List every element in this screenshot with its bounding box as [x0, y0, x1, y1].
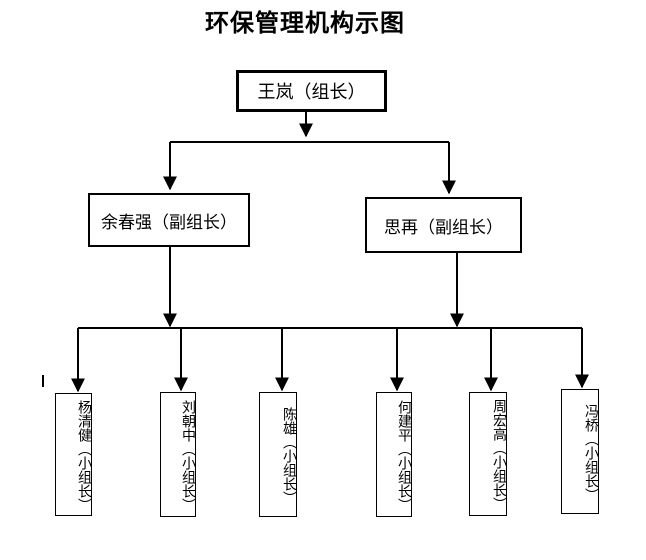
team-lead-label-1: 杨清健（小组长）: [76, 399, 92, 512]
team-lead-box-4: 何建平（小组长）: [376, 392, 412, 517]
leader-box: 王岚（组长）: [236, 70, 387, 112]
team-lead-box-2: 刘朝中（小组长）: [160, 392, 196, 517]
deputy-label-1: 余春强（副组长）: [101, 212, 237, 233]
leader-label: 王岚（组长）: [257, 82, 366, 103]
deputy-box-1: 余春强（副组长）: [88, 193, 250, 247]
deputy-box-2: 思再（副组长）: [365, 197, 522, 253]
team-lead-box-3: 陈雄（小组长）: [259, 392, 297, 517]
team-lead-label-2: 刘朝中（小组长）: [180, 399, 196, 512]
team-lead-label-3: 陈雄（小组长）: [281, 406, 297, 505]
deputy-label-2: 思再（副组长）: [384, 217, 503, 238]
team-lead-label-5: 周宏高（小组长）: [491, 399, 507, 511]
team-lead-box-1: 杨清健（小组长）: [55, 393, 92, 516]
chart-title: 环保管理机构示图: [205, 8, 405, 37]
team-lead-box-6: 冯桥（小组长）: [561, 389, 599, 514]
team-lead-label-6: 冯桥（小组长）: [583, 403, 599, 502]
team-lead-box-5: 周宏高（小组长）: [469, 392, 507, 516]
stray-mark: [42, 375, 44, 387]
team-lead-label-4: 何建平（小组长）: [396, 399, 412, 512]
